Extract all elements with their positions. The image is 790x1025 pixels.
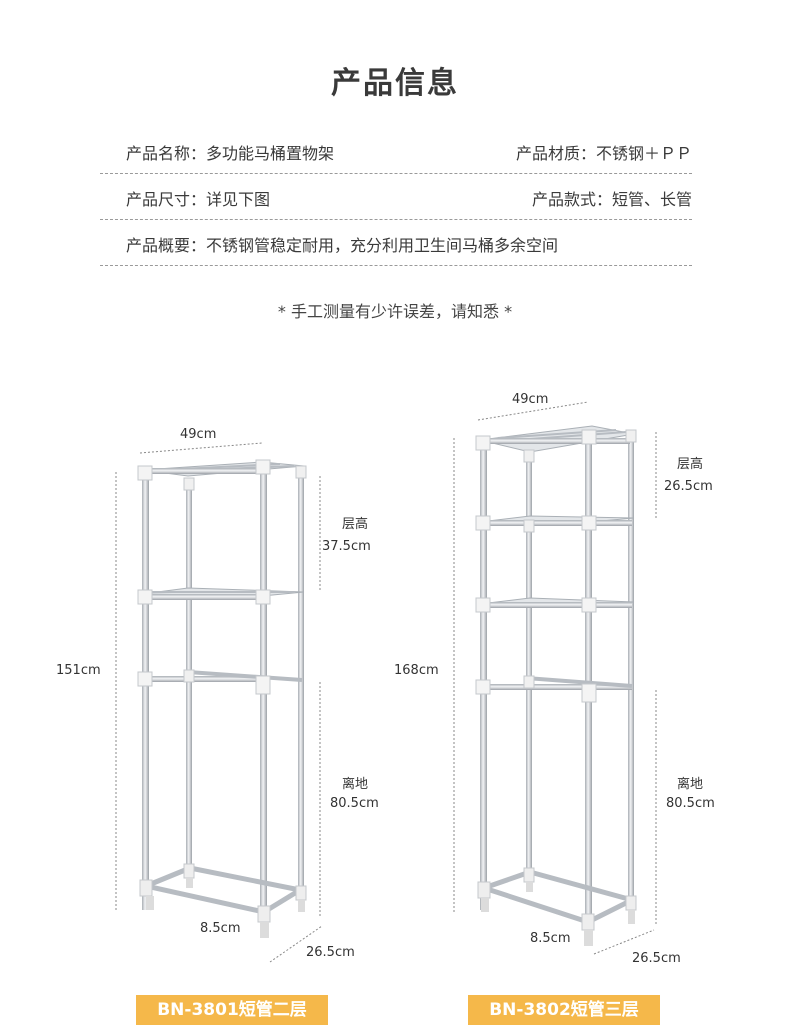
right-layer-height-value: 26.5cm: [664, 479, 713, 494]
product-name: 产品名称：多功能马桶置物架: [126, 144, 335, 163]
left-rack: [115, 442, 323, 963]
left-total-height: 151cm: [56, 663, 101, 678]
left-ground-title: 离地: [341, 777, 368, 792]
right-model-badge: BN-3802短管三层: [468, 995, 660, 1025]
left-model-badge: BN-3801短管二层: [136, 995, 328, 1025]
right-total-height: 168cm: [394, 663, 439, 678]
page-title: 产品信息: [331, 66, 459, 101]
right-ground-title: 离地: [676, 777, 703, 792]
product-style: 产品款式：短管、长管: [531, 190, 692, 209]
left-foot-height: 8.5cm: [200, 921, 241, 936]
right-ground-value: 80.5cm: [666, 796, 715, 811]
product-size: 产品尺寸：详见下图: [126, 190, 271, 209]
divider: [100, 219, 692, 220]
info-row-3: 产品概要：不锈钢管稳定耐用，充分利用卫生间马桶多余空间: [100, 222, 692, 266]
product-material: 产品材质：不锈钢＋ＰＰ: [515, 144, 692, 163]
right-depth: 26.5cm: [632, 951, 681, 966]
left-ground-value: 80.5cm: [330, 796, 379, 811]
left-width-label: 49cm: [180, 427, 217, 442]
right-rack: [453, 401, 657, 955]
info-row-1: 产品名称：多功能马桶置物架 产品材质：不锈钢＋ＰＰ: [100, 130, 692, 174]
divider: [100, 265, 692, 266]
info-row-2: 产品尺寸：详见下图 产品款式：短管、长管: [100, 176, 692, 220]
right-layer-height-title: 层高: [676, 457, 703, 472]
right-foot-height: 8.5cm: [530, 931, 571, 946]
measurement-note: * 手工测量有少许误差，请知悉 *: [277, 302, 513, 321]
divider: [100, 173, 692, 174]
right-width-label: 49cm: [512, 392, 549, 407]
left-layer-height-title: 层高: [341, 517, 368, 532]
left-layer-height-value: 37.5cm: [322, 539, 371, 554]
left-depth: 26.5cm: [306, 945, 355, 960]
product-summary: 产品概要：不锈钢管稳定耐用，充分利用卫生间马桶多余空间: [126, 236, 559, 255]
